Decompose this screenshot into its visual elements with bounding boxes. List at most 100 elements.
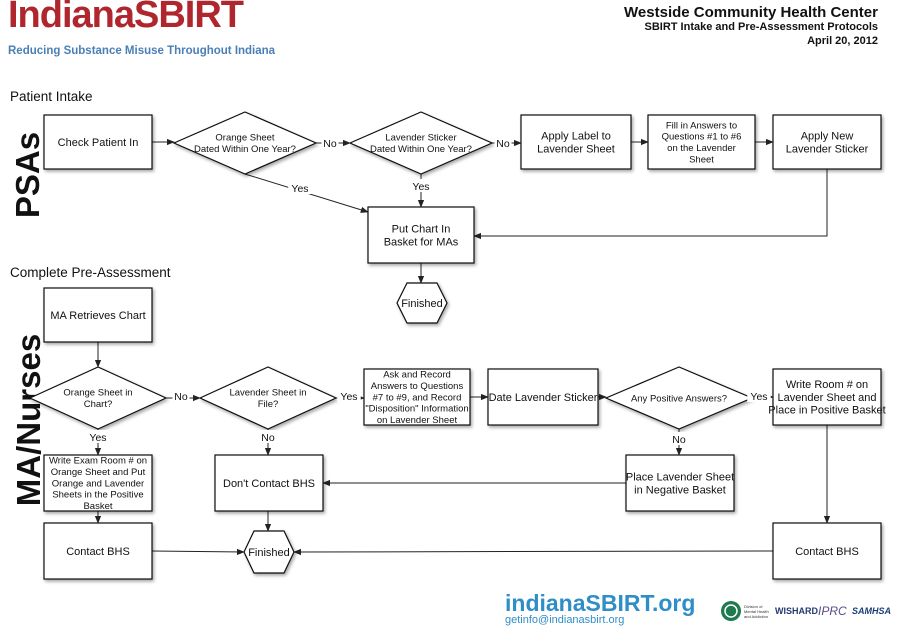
- node-label-line: Fill in Answers to: [666, 120, 737, 131]
- section-title-intake: Patient Intake: [10, 89, 93, 104]
- node-label-line: Basket for MAs: [384, 236, 459, 248]
- node-label-line: Lavender Sheet: [537, 143, 615, 155]
- footer-email[interactable]: getinfo@indianasbirt.org: [505, 614, 625, 626]
- node-label-line: Dated Within One Year?: [370, 144, 472, 155]
- dmha-seal-icon: Division of Mental Health and Addiction: [720, 600, 774, 622]
- node-label-line: "Disposition" Information: [365, 404, 468, 415]
- process-box: [625, 454, 735, 512]
- header-date: April 20, 2012: [807, 35, 878, 47]
- section-title-preassessment: Complete Pre-Assessment: [10, 265, 171, 280]
- logo-text-samhsa: SAMHSA: [852, 606, 892, 616]
- header-org: Westside Community Health Center: [624, 4, 878, 21]
- process-box: [43, 287, 153, 343]
- process-box: [772, 114, 882, 170]
- node-label-line: Check Patient In: [58, 137, 139, 149]
- process-box: [43, 454, 153, 512]
- node-label-line: Write Exam Room # on: [49, 456, 147, 467]
- node-label-line: Finished: [401, 298, 443, 310]
- node-label-line: #7 to #9, and Record: [373, 392, 462, 403]
- node-ma-retrieves: MA Retrieves Chart: [43, 287, 153, 343]
- edge-label: Yes: [340, 391, 357, 403]
- footer-url[interactable]: indianaSBIRT.org: [505, 590, 696, 616]
- node-label-line: File?: [258, 399, 279, 410]
- node-label-line: Write Room # on: [786, 379, 868, 391]
- edge-label-bg: [747, 389, 771, 402]
- edge-label: No: [323, 138, 337, 150]
- node-contact-bhs-left: Contact BHS: [43, 522, 153, 580]
- process-box: [367, 206, 475, 264]
- iprc-icon: IPRC: [818, 600, 847, 622]
- node-label-line: Date Lavender Sticker: [489, 392, 598, 404]
- process-box: [647, 114, 756, 170]
- brand-tagline: Reducing Substance Misuse Throughout Ind…: [8, 45, 276, 57]
- edge-label-bg: [409, 179, 433, 192]
- brand-logo: IndianaSBIRT Reducing Substance Misuse T…: [8, 0, 275, 60]
- node-label-line: Dated Within One Year?: [194, 144, 296, 155]
- edge-label-bg: [259, 430, 277, 443]
- edge-label-bg: [494, 136, 512, 149]
- node-label-line: Lavender Sheet and: [777, 392, 876, 404]
- edge-label-bg: [321, 136, 339, 149]
- process-box: [363, 368, 471, 426]
- node-label-line: Finished: [248, 547, 290, 559]
- node-label-line: Answers to Questions: [371, 381, 464, 392]
- terminator-hexagon: [243, 530, 295, 574]
- node-label-line: Apply New: [801, 130, 854, 142]
- logo-text-iprc: IPRC: [818, 604, 847, 618]
- node-label-line: Contact BHS: [66, 546, 130, 558]
- node-label-line: Lavender Sticker: [385, 133, 456, 144]
- node-label-line: in Negative Basket: [634, 484, 726, 496]
- node-label-line: Place Lavender Sheet: [626, 471, 734, 483]
- edge-apply_sticker-to-put_chart: [473, 169, 828, 240]
- node-label-line: Sheets in the Positive: [52, 490, 143, 501]
- node-label-line: Orange Sheet and Put: [51, 467, 146, 478]
- node-label-line: on the Lavender: [667, 143, 736, 154]
- node-finished2: Finished: [243, 530, 295, 574]
- node-label-line: Any Positive Answers?: [631, 393, 727, 404]
- node-label-line: Lavender Sheet in: [229, 388, 306, 399]
- node-contact-bhs-right: Contact BHS: [772, 522, 882, 580]
- samhsa-icon: SAMHSA: [852, 600, 891, 622]
- node-label-line: Place in Positive Basket: [768, 405, 885, 417]
- edge-label: No: [672, 434, 686, 446]
- process-box: [43, 522, 153, 580]
- edge-label-bg: [172, 389, 190, 402]
- process-box: [772, 522, 882, 580]
- node-label-line: Orange Sheet: [215, 133, 275, 144]
- process-box: [520, 114, 632, 170]
- edge-label: Yes: [291, 183, 308, 195]
- node-label-line: Put Chart In: [392, 223, 451, 235]
- edge-label-bg: [86, 430, 110, 443]
- node-label-line: Apply Label to: [541, 130, 611, 142]
- node-label-line: Basket: [83, 501, 112, 512]
- edge-label: Yes: [750, 391, 767, 403]
- edge-contact_bhs_left-to-finished2: [151, 548, 245, 556]
- header-subtitle: SBIRT Intake and Pre-Assessment Protocol…: [644, 21, 878, 33]
- node-label-line: Lavender Sticker: [786, 143, 869, 155]
- node-label-line: Orange Sheet in: [63, 388, 132, 399]
- node-label-line: Ask and Record: [383, 370, 451, 381]
- brand-title: IndianaSBIRT: [8, 0, 244, 36]
- node-label-line: Sheet: [689, 154, 714, 165]
- node-dont-contact: Don't Contact BHS: [214, 454, 324, 512]
- edge-label: No: [174, 391, 188, 403]
- node-label-line: Questions #1 to #6: [662, 132, 742, 143]
- edge-label: Yes: [89, 432, 106, 444]
- process-box: [487, 368, 599, 426]
- wishard-icon: WISHARD: [775, 600, 818, 622]
- edge-label: No: [261, 432, 275, 444]
- node-label-line: Chart?: [84, 399, 113, 410]
- node-label-line: on Lavender Sheet: [377, 415, 458, 426]
